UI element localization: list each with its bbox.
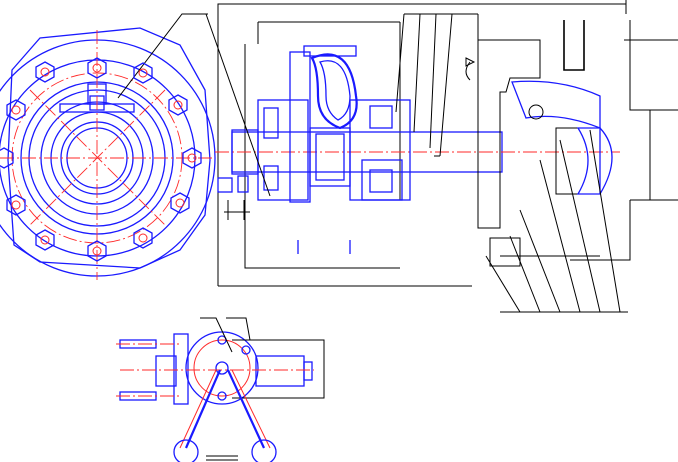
- housing-section: [434, 14, 678, 313]
- plan-view: [116, 317, 325, 462]
- flange-end-view: [0, 13, 216, 280]
- coupling-section: [205, 0, 627, 287]
- flange-bolts: [0, 57, 202, 262]
